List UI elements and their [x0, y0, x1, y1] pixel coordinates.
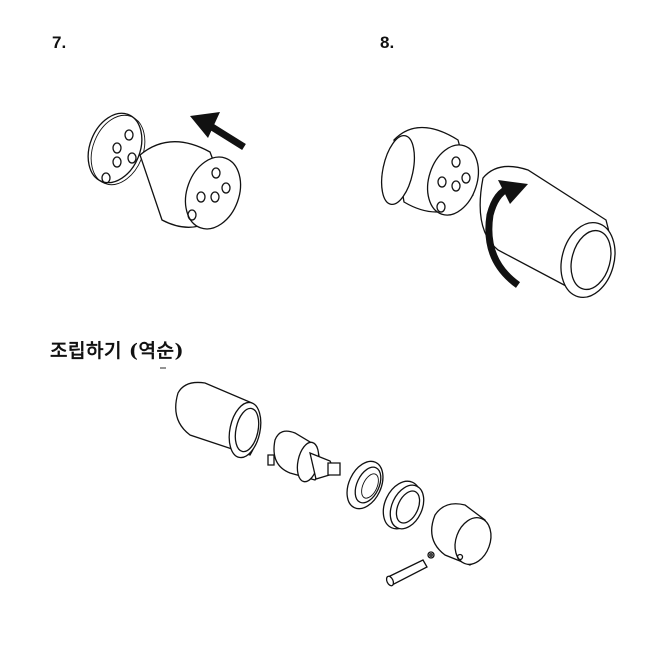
knob-cylinder-icon	[140, 142, 250, 237]
assembly-heading: 조립하기 (역순)	[50, 340, 184, 362]
pin-icon	[385, 560, 427, 587]
step-7-number: 7.	[52, 33, 67, 52]
rotate-arrow-icon	[489, 180, 528, 285]
step-8-illustration	[378, 120, 623, 300]
sleeve-tube-icon	[176, 382, 266, 460]
push-arrow-icon	[190, 112, 244, 147]
knob-cap-icon	[432, 504, 498, 570]
step-8-number: 8.	[380, 33, 395, 52]
spacer-ring-icon	[376, 475, 430, 535]
nut-ring-icon	[340, 456, 390, 515]
cartridge-icon	[268, 431, 340, 484]
knob-face-plate-icon	[78, 105, 154, 192]
knob-cylinder-icon	[376, 128, 487, 222]
set-screw-icon	[428, 552, 434, 558]
assembly-illustration	[160, 365, 500, 605]
step-7-illustration	[70, 105, 270, 250]
